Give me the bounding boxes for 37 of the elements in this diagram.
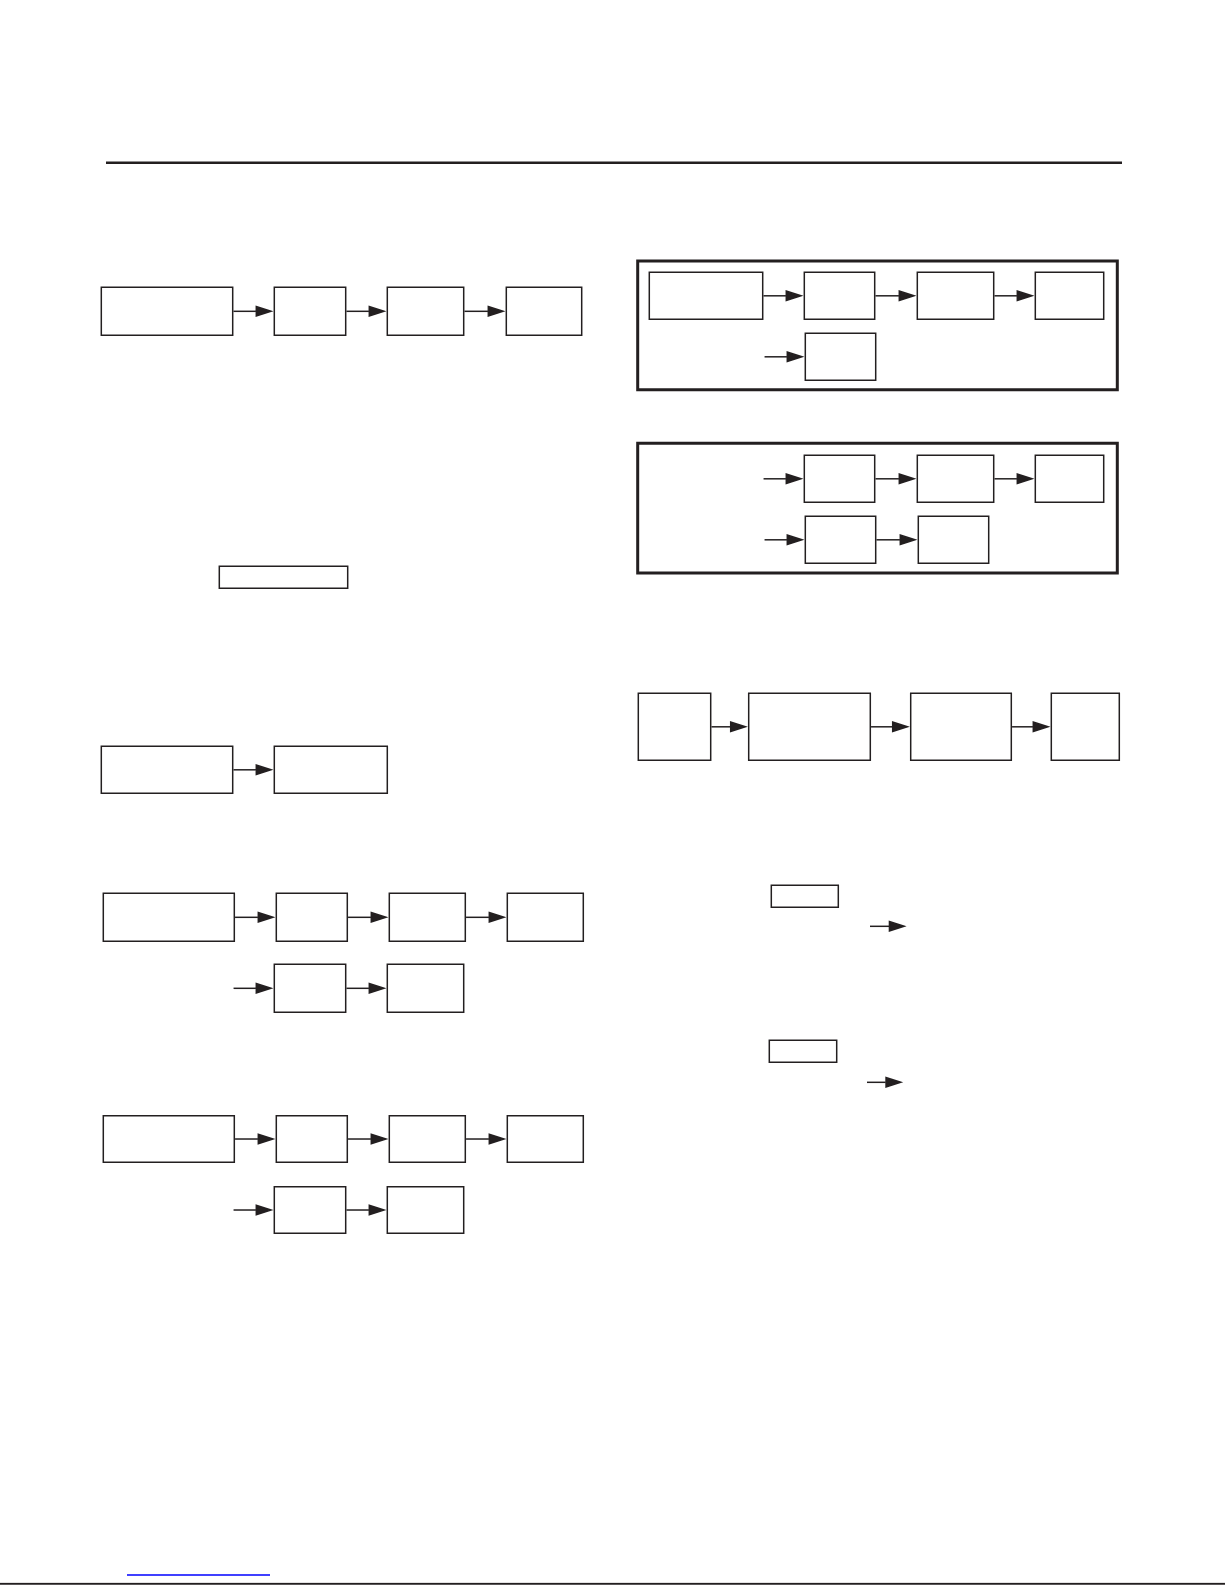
process-box [1034, 271, 1105, 321]
process-box [637, 692, 712, 762]
answer-box [218, 565, 349, 590]
process-box [909, 692, 1013, 762]
process-box [648, 271, 764, 321]
process-box [273, 963, 347, 1014]
process-box [386, 963, 465, 1014]
process-box [804, 515, 877, 565]
process-box [916, 454, 995, 504]
process-box [803, 454, 876, 504]
process-box [388, 1114, 467, 1164]
process-box [102, 892, 236, 943]
process-box [100, 745, 234, 795]
process-box [386, 286, 465, 337]
process-box [1050, 692, 1121, 762]
process-box [273, 1185, 347, 1235]
process-box [506, 892, 585, 943]
process-box [505, 286, 583, 337]
process-box [747, 692, 872, 762]
process-box [273, 745, 389, 795]
answer-box [770, 884, 840, 909]
process-box [804, 332, 877, 382]
process-box [506, 1114, 585, 1164]
process-box [275, 892, 349, 943]
process-box [917, 515, 990, 565]
process-box [102, 1114, 236, 1164]
process-box [388, 892, 467, 943]
answer-box [768, 1039, 838, 1064]
process-box [1034, 454, 1105, 504]
frame [636, 441, 1119, 575]
process-box [803, 271, 876, 321]
process-box [273, 286, 347, 337]
process-box [100, 286, 234, 337]
process-box [916, 271, 995, 321]
process-box [386, 1185, 465, 1235]
frame [636, 259, 1119, 392]
process-box [275, 1114, 349, 1164]
